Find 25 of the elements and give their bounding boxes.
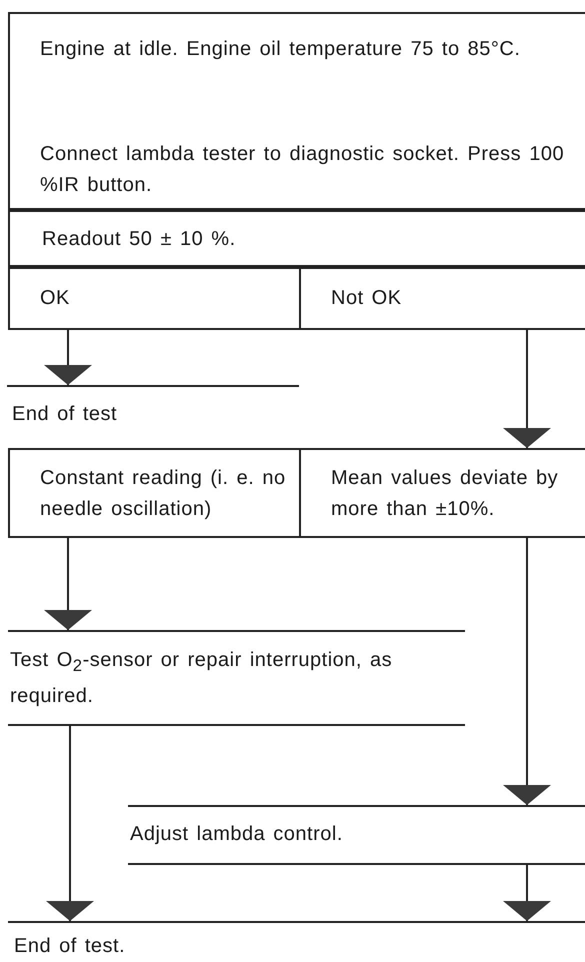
step-text: Mean values deviate by more than ±10%. xyxy=(331,466,560,522)
step-text: Test O$_{2}$-sensor or repair interruption, as required. xyxy=(10,648,394,709)
step-text: Constant reading (i. e. no needle oscillation) xyxy=(40,466,287,522)
step-text: OK xyxy=(40,286,71,311)
arrow xyxy=(503,865,551,921)
arrow xyxy=(503,538,551,805)
step-text: Engine at idle. Engine oil temperature 75 to 85°C. xyxy=(40,37,522,62)
step-text: Connect lambda tester to diagnostic socket. Press 100 %IR button. xyxy=(40,142,566,198)
process-box xyxy=(8,12,585,210)
process-box xyxy=(8,267,301,330)
process-box xyxy=(299,448,585,538)
process-box xyxy=(8,210,585,267)
step-text: End of test. xyxy=(14,934,126,959)
arrow xyxy=(44,330,92,385)
step-text: Not OK xyxy=(331,286,403,311)
step-text: Adjust lambda control. xyxy=(130,822,344,847)
arrow xyxy=(46,726,94,921)
step-text: Readout 50 ± 10 %. xyxy=(42,227,237,252)
arrow xyxy=(503,330,551,448)
process-box xyxy=(8,448,301,538)
process-box xyxy=(299,267,585,330)
result-band xyxy=(8,630,465,726)
arrow xyxy=(44,538,92,630)
result-band xyxy=(128,805,585,865)
step-text: End of test xyxy=(12,402,118,427)
